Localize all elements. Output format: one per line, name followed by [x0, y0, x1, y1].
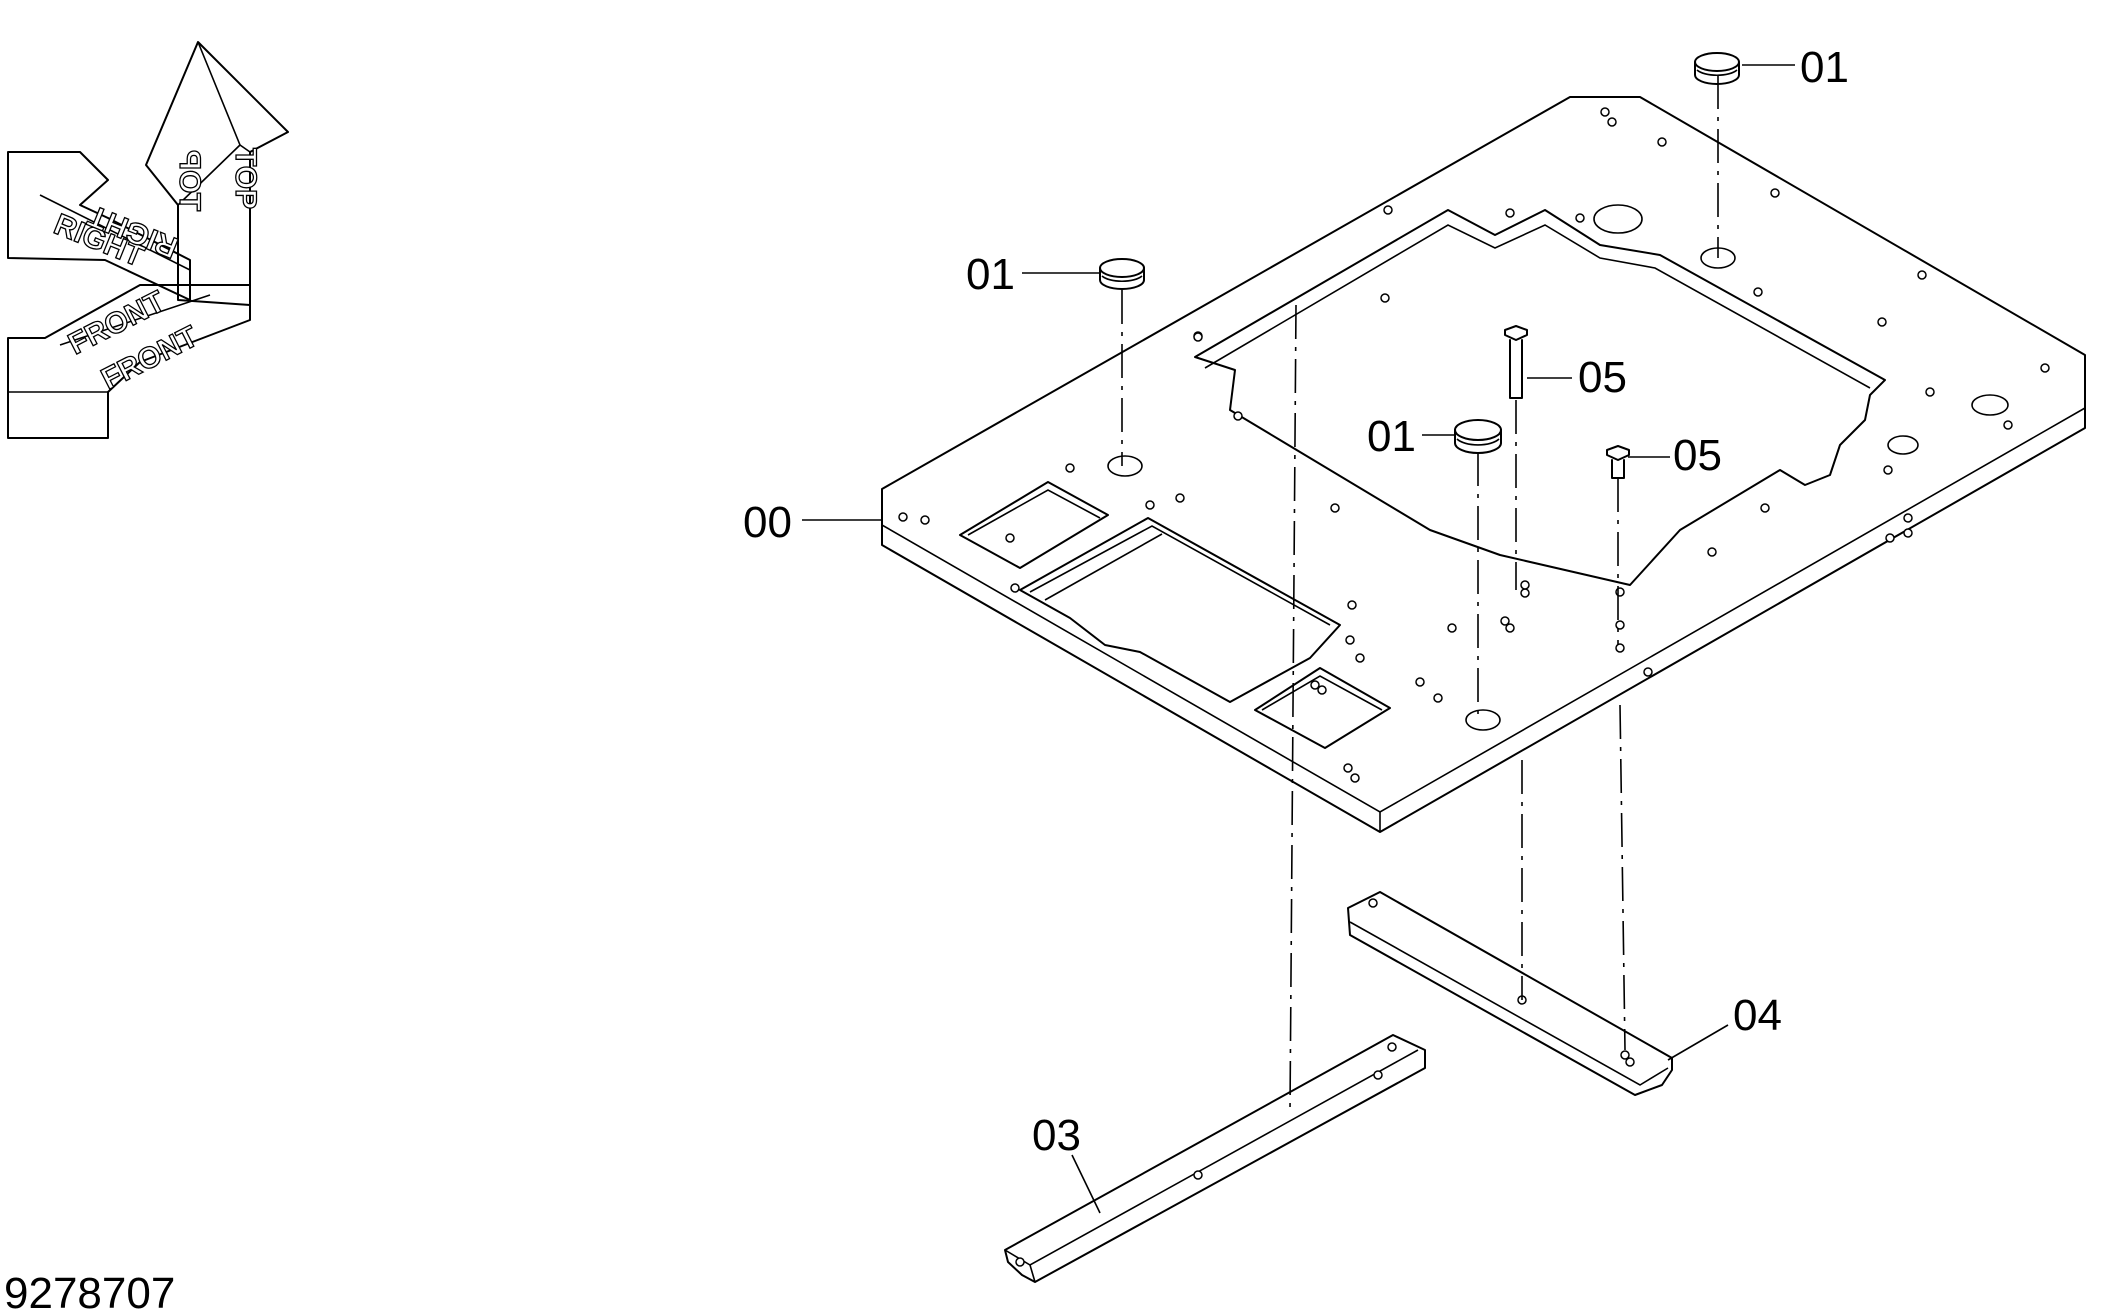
top-label-mirrored: TOP: [173, 150, 206, 211]
bolt-upper: [1504, 325, 1528, 399]
bracket-left: [1004, 1034, 1426, 1283]
leader-lines: [802, 64, 1795, 1214]
callout-bolt-upper: 05: [1578, 353, 1627, 402]
cap-top-right: [1694, 52, 1740, 85]
top-label: TOP: [229, 148, 262, 209]
callout-cap-left: 01: [966, 250, 1015, 299]
bolt-lower: [1606, 445, 1630, 479]
floor-plate: [881, 96, 2086, 833]
assembly-lines: [1121, 75, 1719, 1111]
right-arrow-icon: [7, 151, 191, 301]
orientation-indicator: TOP TOP RIGHT RIGHT FRONT FRONT: [7, 41, 289, 439]
callout-bolt-lower: 05: [1673, 431, 1722, 480]
callout-cap-center: 01: [1367, 412, 1416, 461]
top-arrow-icon: [145, 41, 289, 306]
cap-left: [1099, 258, 1145, 290]
callout-cap-top-right: 01: [1800, 43, 1849, 92]
figure-number: 9278707: [4, 1269, 175, 1315]
callout-plate: 00: [743, 498, 792, 547]
callout-bracket-left: 03: [1032, 1111, 1081, 1160]
callout-bracket-right: 04: [1733, 991, 1782, 1040]
cap-center: [1454, 419, 1502, 454]
front-arrow-icon: [7, 284, 251, 439]
